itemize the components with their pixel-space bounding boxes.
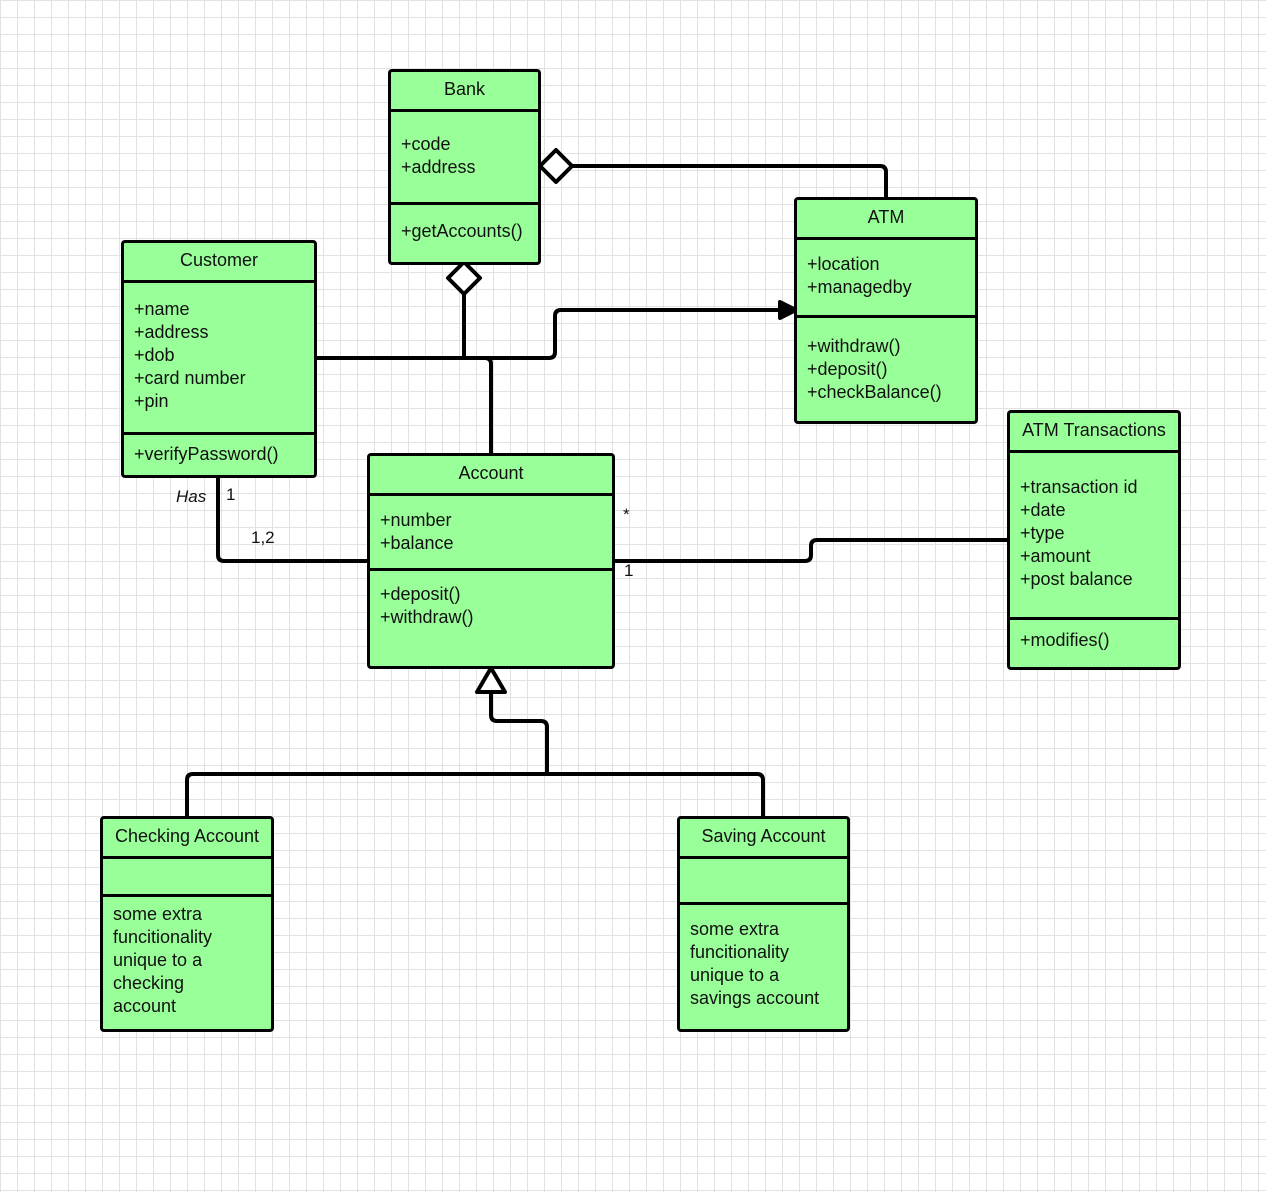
atm-class[interactable]: ATM +location +managedby +withdraw() +de… <box>794 197 978 424</box>
customer-attributes: +name +address +dob +card number +pin <box>124 283 314 435</box>
customer-class[interactable]: Customer +name +address +dob +card numbe… <box>121 240 317 478</box>
checking-account-attributes <box>103 859 271 897</box>
bank-class-name: Bank <box>391 72 538 112</box>
bank-atm-aggregation-line <box>572 164 888 198</box>
bank-attribute: +address <box>401 157 476 177</box>
atm-transactions-attribute: +transaction id <box>1020 477 1138 497</box>
atm-operation: +withdraw() <box>807 336 901 356</box>
saving-account-note: savings account <box>690 988 820 1008</box>
atm-transactions-class-name: ATM Transactions <box>1010 413 1178 453</box>
bank-account-aggregation-line <box>462 294 493 454</box>
bank-attribute: +code <box>401 134 451 154</box>
atm-transactions-class[interactable]: ATM Transactions +transaction id +date +… <box>1007 410 1181 670</box>
inheritance-branch-line <box>185 772 765 817</box>
customer-attribute: +pin <box>134 391 169 411</box>
checking-account-note: account <box>113 996 177 1016</box>
atm-transactions-attribute: +amount <box>1020 546 1091 566</box>
atm-operations: +withdraw() +deposit() +checkBalance() <box>797 318 975 421</box>
customer-atm-arrowhead <box>778 300 798 320</box>
atm-attributes: +location +managedby <box>797 240 975 318</box>
customer-attribute: +address <box>134 322 209 342</box>
saving-account-class[interactable]: Saving Account some extra funcitionality… <box>677 816 850 1032</box>
account-operation: +withdraw() <box>380 607 474 627</box>
bank-operations: +getAccounts() <box>391 205 538 262</box>
atm-transactions-operations: +modifies() <box>1010 620 1178 667</box>
bank-atm-diamond <box>538 148 574 184</box>
checking-account-note: some extra <box>113 904 203 924</box>
inheritance-line <box>489 692 549 774</box>
saving-account-note: funcitionality <box>690 942 790 962</box>
saving-account-class-name: Saving Account <box>680 819 847 859</box>
atm-attribute: +location <box>807 254 880 274</box>
checking-account-class[interactable]: Checking Account some extra funcitionali… <box>100 816 274 1032</box>
customer-account-has-line <box>216 477 367 563</box>
account-operation: +deposit() <box>380 584 461 604</box>
checking-account-note: checking <box>113 973 185 993</box>
saving-account-note: unique to a <box>690 965 780 985</box>
customer-atm-association-line <box>316 308 780 360</box>
bank-class[interactable]: Bank +code +address +getAccounts() <box>388 69 541 265</box>
checking-account-note: unique to a <box>113 950 203 970</box>
transactions-multiplicity: * <box>623 505 630 524</box>
generalization-triangle <box>475 666 507 694</box>
has-label: Has <box>176 487 207 506</box>
customer-operations: +verifyPassword() <box>124 435 314 475</box>
account-attribute: +number <box>380 510 452 530</box>
customer-class-name: Customer <box>124 243 314 283</box>
bank-operation: +getAccounts() <box>401 221 523 241</box>
account-attribute: +balance <box>380 533 454 553</box>
account-transactions-multiplicity: 1 <box>624 561 634 580</box>
atm-transactions-attributes: +transaction id +date +type +amount +pos… <box>1010 453 1178 620</box>
atm-transactions-attribute: +date <box>1020 500 1066 520</box>
saving-account-operations: some extra funcitionality unique to a sa… <box>680 905 847 1029</box>
atm-transactions-attribute: +post balance <box>1020 569 1133 589</box>
account-attributes: +number +balance <box>370 496 612 571</box>
saving-account-note: some extra <box>690 919 780 939</box>
atm-class-name: ATM <box>797 200 975 240</box>
checking-account-operations: some extra funcitionality unique to a ch… <box>103 897 271 1029</box>
checking-account-note: funcitionality <box>113 927 213 947</box>
customer-attribute: +dob <box>134 345 175 365</box>
account-transactions-line <box>614 538 1008 563</box>
account-multiplicity: 1,2 <box>251 528 275 547</box>
customer-multiplicity: 1 <box>226 485 236 504</box>
atm-operation: +checkBalance() <box>807 382 942 402</box>
account-class-name: Account <box>370 456 612 496</box>
customer-attribute: +name <box>134 299 190 319</box>
customer-attribute: +card number <box>134 368 246 388</box>
account-operations: +deposit() +withdraw() <box>370 571 612 666</box>
atm-transactions-operation: +modifies() <box>1020 630 1110 650</box>
checking-account-class-name: Checking Account <box>103 819 271 859</box>
account-class[interactable]: Account +number +balance +deposit() +wit… <box>367 453 615 669</box>
customer-operation: +verifyPassword() <box>134 444 279 464</box>
atm-transactions-attribute: +type <box>1020 523 1065 543</box>
saving-account-attributes <box>680 859 847 905</box>
atm-operation: +deposit() <box>807 359 888 379</box>
bank-account-diamond <box>446 260 482 296</box>
bank-attributes: +code +address <box>391 112 538 205</box>
atm-attribute: +managedby <box>807 277 912 297</box>
